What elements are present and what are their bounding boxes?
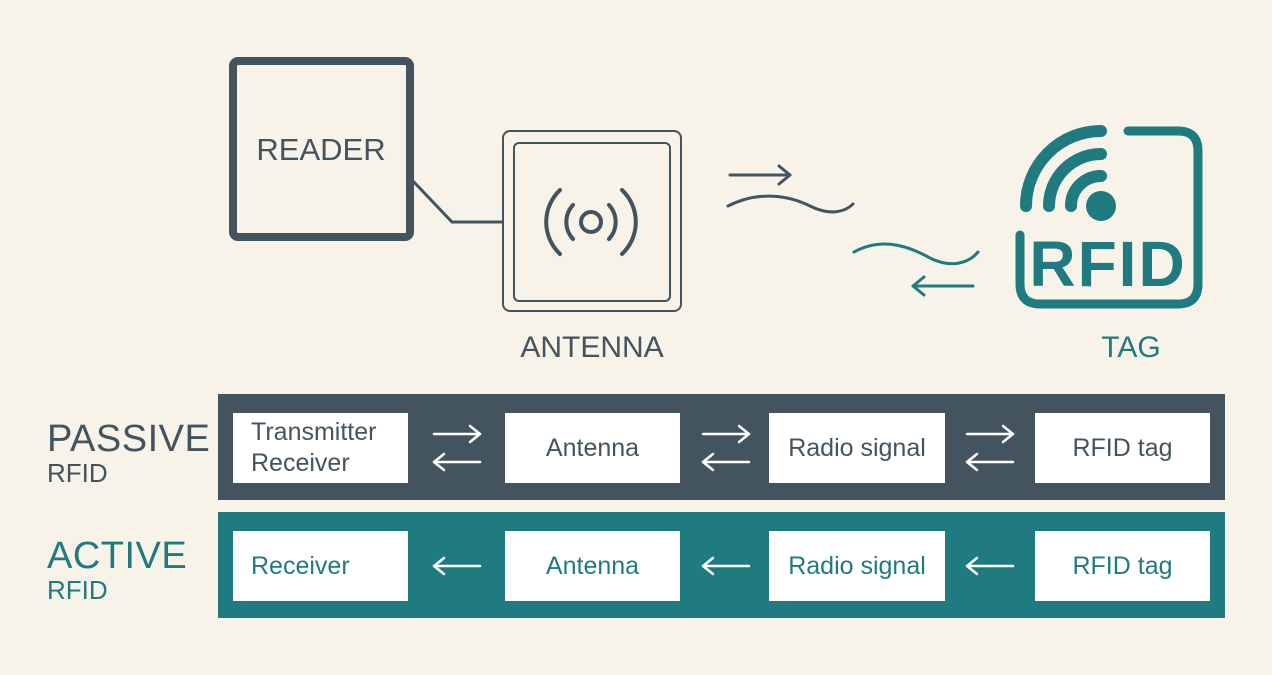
passive-subtitle: RFID — [47, 458, 108, 488]
active-receiver-box: Receiver — [233, 531, 408, 601]
bidirectional-arrow-icon — [699, 420, 753, 476]
antenna-signal-icon — [544, 188, 638, 256]
antenna-outer-frame — [502, 130, 682, 312]
active-title: ACTIVE — [47, 535, 188, 577]
incoming-signal-arrow — [852, 242, 980, 297]
rfid-logo-text: RFID — [1029, 228, 1186, 300]
active-antenna-box: Antenna — [505, 531, 680, 601]
antenna-label: ANTENNA — [520, 331, 663, 364]
active-radio-signal-box: Radio signal — [769, 531, 945, 601]
passive-transmitter-receiver-box: Transmitter Receiver — [233, 413, 408, 483]
active-flow-band: Receiver Antenna Radio signal RFID tag — [218, 512, 1225, 618]
reader-label: READER — [256, 132, 385, 167]
rfid-tag-icon: RFID — [1015, 125, 1203, 309]
tag-label: TAG — [1101, 331, 1160, 364]
reader-antenna-cable — [410, 178, 503, 224]
outgoing-signal-arrow — [726, 164, 855, 214]
passive-rfid-label: PASSIVE RFID — [47, 420, 210, 486]
rfid-diagram: READER ANTENNA RFID TAG — [229, 57, 1203, 364]
left-arrow-icon — [430, 538, 484, 594]
bidirectional-arrow-icon — [963, 420, 1017, 476]
active-subtitle: RFID — [47, 575, 108, 605]
passive-rfid-tag-box: RFID tag — [1035, 413, 1210, 483]
passive-box-line1: Transmitter — [251, 417, 377, 446]
active-rfid-label: ACTIVE RFID — [47, 537, 187, 603]
reader-box — [229, 57, 414, 241]
passive-title: PASSIVE — [47, 418, 211, 460]
antenna-inner-frame — [513, 142, 671, 302]
passive-antenna-box: Antenna — [505, 413, 680, 483]
passive-radio-signal-box: Radio signal — [769, 413, 945, 483]
bidirectional-arrow-icon — [430, 420, 484, 476]
left-arrow-icon — [963, 538, 1017, 594]
passive-box-line2: Receiver — [251, 449, 350, 477]
left-arrow-icon — [699, 538, 753, 594]
passive-flow-band: Transmitter Receiver Antenna Radio signa… — [218, 394, 1225, 500]
active-rfid-tag-box: RFID tag — [1035, 531, 1210, 601]
